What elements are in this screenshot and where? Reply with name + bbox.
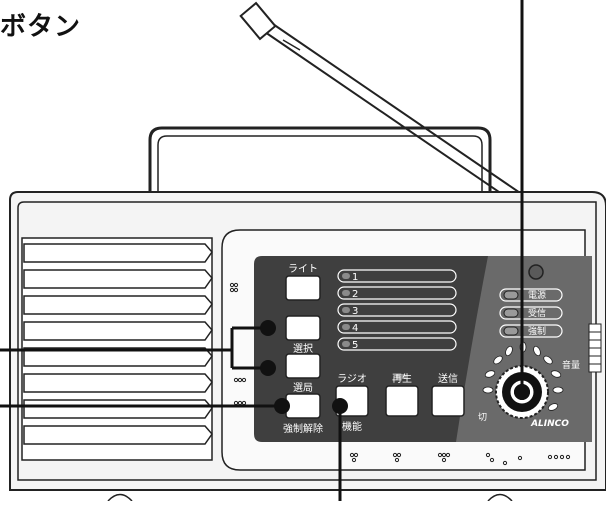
callout-dot-force-release (274, 398, 290, 414)
light-label: ライト (288, 263, 318, 275)
select-up-button[interactable] (285, 315, 321, 341)
sensor-icon (528, 264, 544, 280)
power-label: 電源 (528, 290, 546, 301)
indicator-slot-forced (499, 324, 563, 338)
playback-label: 再生 (392, 372, 412, 385)
indicator-slot-power (499, 288, 563, 302)
channel-slot-5 (337, 337, 457, 351)
callout-dot-select-up (260, 320, 276, 336)
select-label: 選択 (293, 342, 313, 355)
callouts (0, 0, 524, 501)
channel-label-4: 4 (352, 323, 358, 334)
channel-label-5: 5 (352, 340, 358, 351)
function-label: 機能 (342, 420, 362, 433)
light-button[interactable] (285, 275, 321, 301)
power-led (503, 290, 519, 300)
antenna (239, 1, 527, 206)
forced-label: 強制 (528, 325, 546, 337)
section-title: ボタン (0, 12, 82, 42)
channel-led-2 (342, 290, 350, 296)
volume-label: 音量 (562, 359, 580, 371)
channel-slot-2 (337, 286, 457, 300)
station-label: 選局 (293, 381, 313, 394)
playback-button[interactable] (385, 385, 419, 417)
braille-dots (229, 282, 571, 466)
channel-label-1: 1 (352, 272, 358, 283)
volume-off-label: 切 (478, 412, 487, 423)
channel-label-2: 2 (352, 289, 358, 300)
radio-label: ラジオ (337, 373, 367, 385)
side-connector (588, 323, 602, 373)
select-down-button[interactable] (285, 353, 321, 379)
force-release-button[interactable] (285, 393, 321, 419)
send-button[interactable] (431, 385, 465, 417)
callout-dot-select-down (260, 360, 276, 376)
channel-label-3: 3 (352, 306, 358, 317)
volume-scale (482, 341, 564, 411)
channel-slot-1 (337, 269, 457, 283)
channel-led-1 (342, 273, 350, 279)
channel-led-3 (342, 307, 350, 313)
send-label: 送信 (438, 372, 458, 385)
callout-dot-volume (514, 384, 530, 400)
channel-slot-3 (337, 303, 457, 317)
channel-led-4 (342, 324, 350, 330)
force-release-label: 強制解除 (283, 422, 323, 435)
receive-led (503, 308, 519, 318)
channel-slot-4 (337, 320, 457, 334)
receive-label: 受信 (528, 307, 546, 319)
callout-dot-radio (332, 398, 348, 414)
playback-led (396, 374, 406, 379)
indicator-slot-receive (499, 306, 563, 320)
carry-handle (148, 126, 492, 200)
callout-bracket-select (0, 326, 268, 370)
forced-led (503, 326, 519, 336)
brand-logo: ALINCO (530, 419, 569, 429)
channel-led-5 (342, 341, 350, 347)
